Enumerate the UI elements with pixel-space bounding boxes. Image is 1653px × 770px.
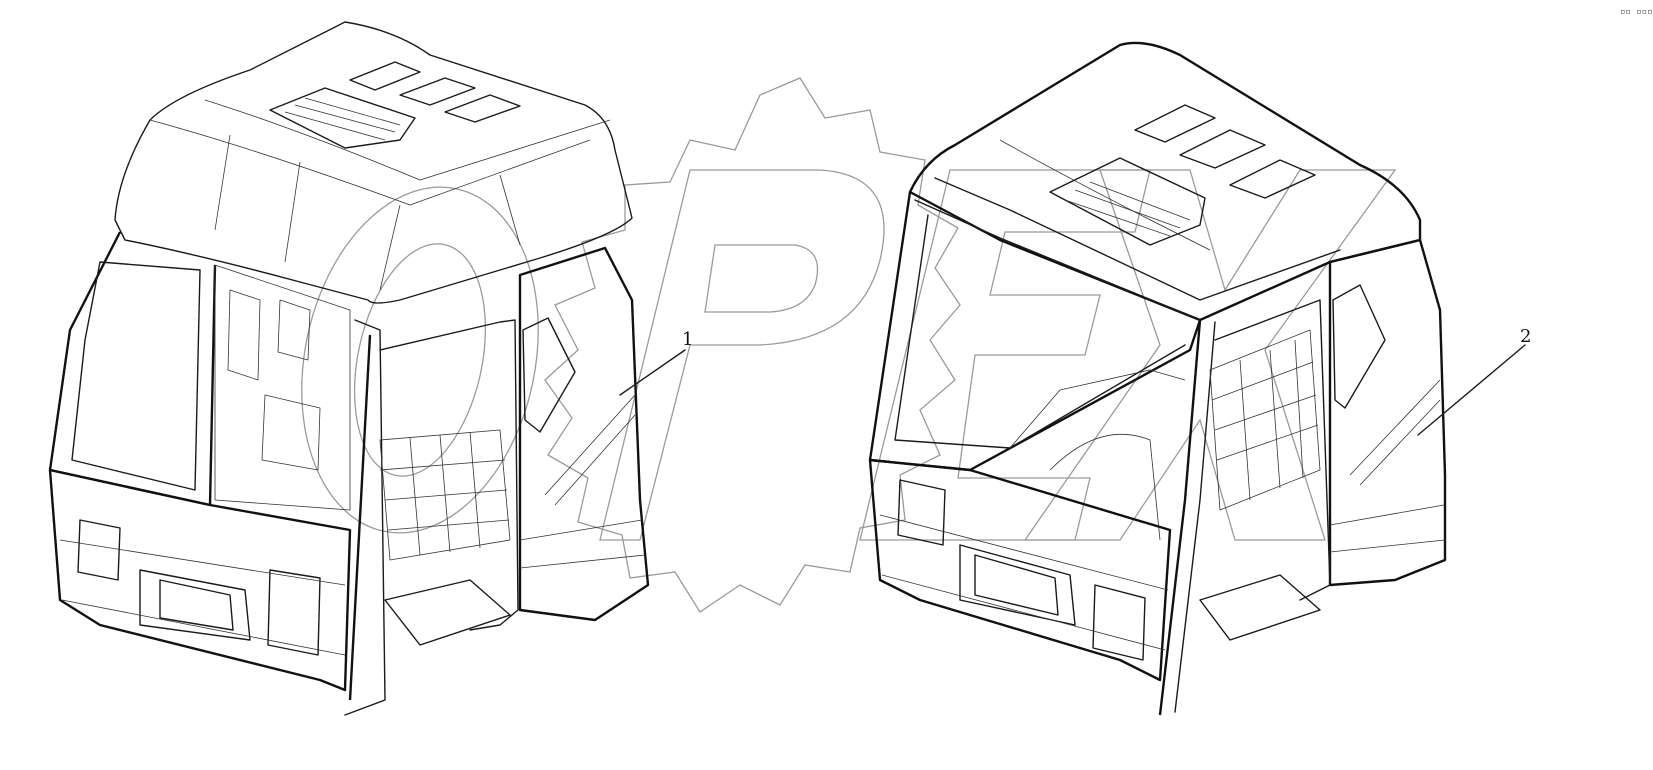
cab-left-roof-hatch [269, 87, 416, 149]
cab-left-windshield-frame [48, 231, 217, 507]
cab-left-door [518, 246, 650, 622]
leader-line-1 [619, 349, 686, 396]
cab-right-door-window [1332, 284, 1386, 409]
cab-right-floor-grid [1209, 329, 1321, 511]
callout-label-2: 2 [1520, 326, 1531, 347]
watermark [301, 77, 1397, 613]
cab-right-front-panel [868, 458, 1172, 682]
cab-right-windshield-frame [868, 191, 1202, 472]
leader-line-2 [1417, 344, 1526, 436]
watermark-gear-icon [544, 77, 961, 613]
callout-1: 1 [619, 329, 693, 396]
callout-2: 2 [1417, 326, 1531, 436]
watermark-letters [301, 169, 1397, 541]
cab-left-front-panel [48, 468, 352, 692]
cab-left-floor-grid [379, 429, 511, 561]
corner-mark: ▫▫ ▫▫▫ [1620, 7, 1653, 17]
cab-left-roof [114, 21, 633, 304]
cab-right-roof [908, 41, 1422, 322]
callout-label-1: 1 [682, 329, 693, 350]
cab-right-roof-hatch [1049, 157, 1206, 246]
cab-left [48, 21, 650, 716]
cab-right [868, 41, 1447, 716]
cab-right-door [1328, 238, 1447, 587]
cab-left-door-window [522, 317, 576, 433]
